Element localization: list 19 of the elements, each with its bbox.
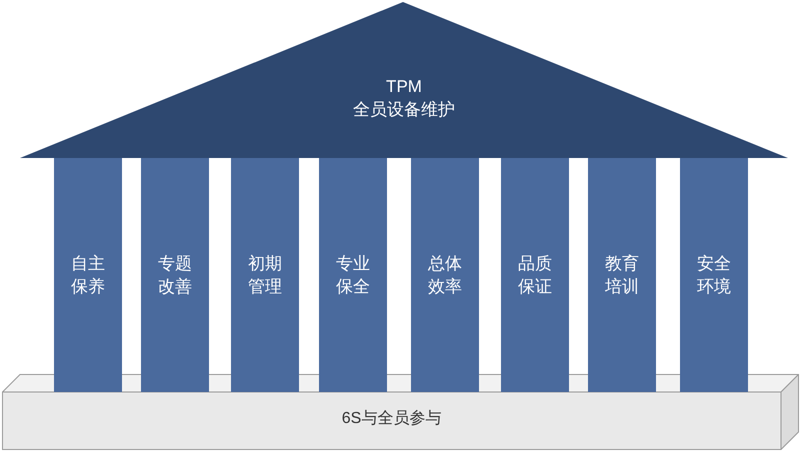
- base-label: 6S与全员参与: [342, 409, 442, 429]
- pillar: [501, 158, 569, 392]
- roof-subtitle: 全员设备维护: [353, 99, 455, 121]
- pillar: [231, 158, 299, 392]
- pillar-label: 自主保养: [70, 253, 106, 298]
- pillar-label: 教育培训: [604, 253, 640, 298]
- pillar-label: 专业保全: [334, 253, 371, 298]
- roof-title: TPM: [386, 76, 422, 98]
- pillar: [319, 158, 387, 392]
- pillar: [588, 158, 656, 392]
- pillar: [680, 158, 748, 392]
- pillar: [141, 158, 209, 392]
- pillar: [54, 158, 122, 392]
- pillar-label: 初期管理: [246, 253, 283, 298]
- pillar-label: 安全环境: [696, 253, 732, 298]
- pillar-label: 品质保证: [516, 253, 553, 298]
- pillar-label: 总体效率: [426, 253, 463, 298]
- pillar: [411, 158, 479, 392]
- pillar-label: 专题改善: [156, 253, 193, 298]
